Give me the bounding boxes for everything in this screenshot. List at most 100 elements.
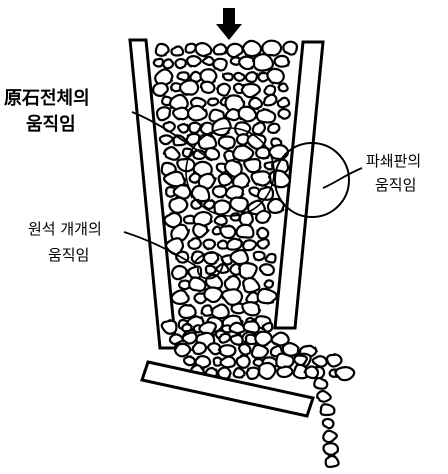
ore-stone bbox=[190, 250, 205, 265]
crushing-plate-pointer bbox=[322, 167, 363, 189]
ore-stone bbox=[242, 319, 261, 334]
ore-stone bbox=[152, 82, 169, 97]
ore-stone bbox=[237, 105, 258, 123]
ore-stone bbox=[241, 39, 263, 58]
ore-stone bbox=[229, 248, 250, 266]
ore-stone bbox=[187, 237, 202, 250]
ore-stone bbox=[250, 343, 270, 360]
ore-stone bbox=[199, 68, 218, 85]
ore-stone bbox=[171, 264, 188, 281]
ore-stone bbox=[186, 104, 208, 122]
ore-stone bbox=[178, 79, 200, 96]
ore-stone bbox=[163, 170, 186, 188]
ore-stone bbox=[276, 365, 294, 379]
ore-stone bbox=[282, 40, 299, 56]
ore-stone bbox=[277, 82, 289, 93]
ore-stone bbox=[243, 158, 262, 174]
ore-stone bbox=[204, 146, 221, 162]
ore-stone bbox=[276, 96, 291, 109]
ore-stone bbox=[226, 237, 244, 251]
ore-stone bbox=[241, 301, 262, 317]
ore-stone bbox=[188, 276, 207, 292]
ore-stone bbox=[224, 184, 245, 201]
ore-stone bbox=[226, 42, 244, 59]
ore-stone bbox=[232, 172, 251, 190]
ore-stone bbox=[173, 342, 192, 358]
ore-stone bbox=[252, 250, 266, 262]
ore-stone bbox=[162, 58, 175, 70]
ore-stone bbox=[199, 80, 216, 94]
ore-stone bbox=[217, 135, 236, 151]
crushing-plate-label-line2: 움직임 bbox=[375, 176, 416, 194]
individual-ore-label-line2: 움직임 bbox=[48, 246, 89, 264]
ore-stone bbox=[245, 366, 260, 380]
ore-stone bbox=[191, 341, 208, 356]
ore-stone bbox=[218, 332, 232, 344]
ore-stone bbox=[202, 238, 217, 251]
ore-stone bbox=[232, 143, 255, 162]
ore-stone bbox=[217, 344, 237, 358]
ore-stone bbox=[229, 333, 244, 346]
ore-stone bbox=[322, 429, 338, 444]
ore-stone bbox=[222, 72, 234, 82]
ore-stone bbox=[162, 120, 176, 133]
crushing-plate-motion-circle bbox=[274, 142, 350, 218]
ore-stone bbox=[192, 222, 210, 239]
whole-ore-motion-circle bbox=[185, 127, 275, 217]
ore-stone bbox=[313, 376, 329, 390]
ore-stone bbox=[255, 146, 272, 160]
ore-stone bbox=[168, 196, 189, 214]
down-arrow-icon bbox=[216, 8, 242, 40]
ore-stone bbox=[281, 341, 301, 357]
ore-stone bbox=[223, 274, 242, 292]
ore-stone bbox=[212, 43, 228, 56]
individual-ore-label-line1: 원석 개개의 bbox=[28, 220, 102, 238]
ore-stone bbox=[163, 211, 183, 229]
ore-stone bbox=[251, 121, 266, 136]
ore-stone bbox=[325, 353, 343, 368]
ore-stone bbox=[229, 196, 249, 213]
individual-ore-motion-curl bbox=[194, 252, 224, 280]
ore-stone bbox=[172, 183, 192, 200]
ore-stone bbox=[257, 361, 277, 380]
ore-stone bbox=[233, 71, 246, 82]
ore-stones bbox=[152, 39, 356, 382]
ore-stone bbox=[219, 224, 237, 240]
right-jaw-plate bbox=[273, 40, 325, 330]
ore-stone bbox=[235, 223, 255, 239]
ore-stone bbox=[242, 239, 258, 252]
whole-ore-label-line1: 原石전체의 bbox=[4, 88, 90, 109]
discharge-plate bbox=[140, 360, 315, 418]
ore-stone bbox=[240, 82, 261, 99]
ore-stone bbox=[213, 214, 228, 227]
ore-stone bbox=[188, 121, 202, 135]
ore-stone bbox=[158, 134, 174, 146]
ore-stone bbox=[248, 96, 264, 110]
whole-ore-pointer bbox=[131, 111, 213, 161]
ore-stone bbox=[242, 276, 261, 294]
ore-stone bbox=[293, 354, 308, 367]
ore-stone bbox=[194, 42, 213, 58]
ore-stone bbox=[203, 199, 217, 210]
ore-stone bbox=[201, 55, 215, 67]
ore-stone bbox=[262, 93, 278, 107]
ore-stone bbox=[256, 185, 275, 201]
ore-stone bbox=[160, 319, 178, 335]
ore-stone bbox=[176, 71, 190, 82]
ore-stone bbox=[213, 199, 232, 216]
ore-stone bbox=[155, 106, 172, 122]
ore-stone bbox=[251, 53, 275, 72]
ore-stone bbox=[238, 342, 252, 357]
ore-stone bbox=[255, 209, 272, 224]
ore-stone bbox=[181, 322, 194, 333]
ore-stone bbox=[172, 134, 187, 147]
ore-stone bbox=[237, 262, 258, 280]
ore-stone bbox=[303, 365, 320, 380]
ore-stone bbox=[256, 287, 278, 305]
ore-stone bbox=[219, 355, 237, 369]
ore-stone bbox=[180, 331, 198, 345]
ore-stone bbox=[256, 238, 270, 250]
ore-stone bbox=[319, 403, 336, 417]
ore-stone bbox=[206, 97, 220, 107]
